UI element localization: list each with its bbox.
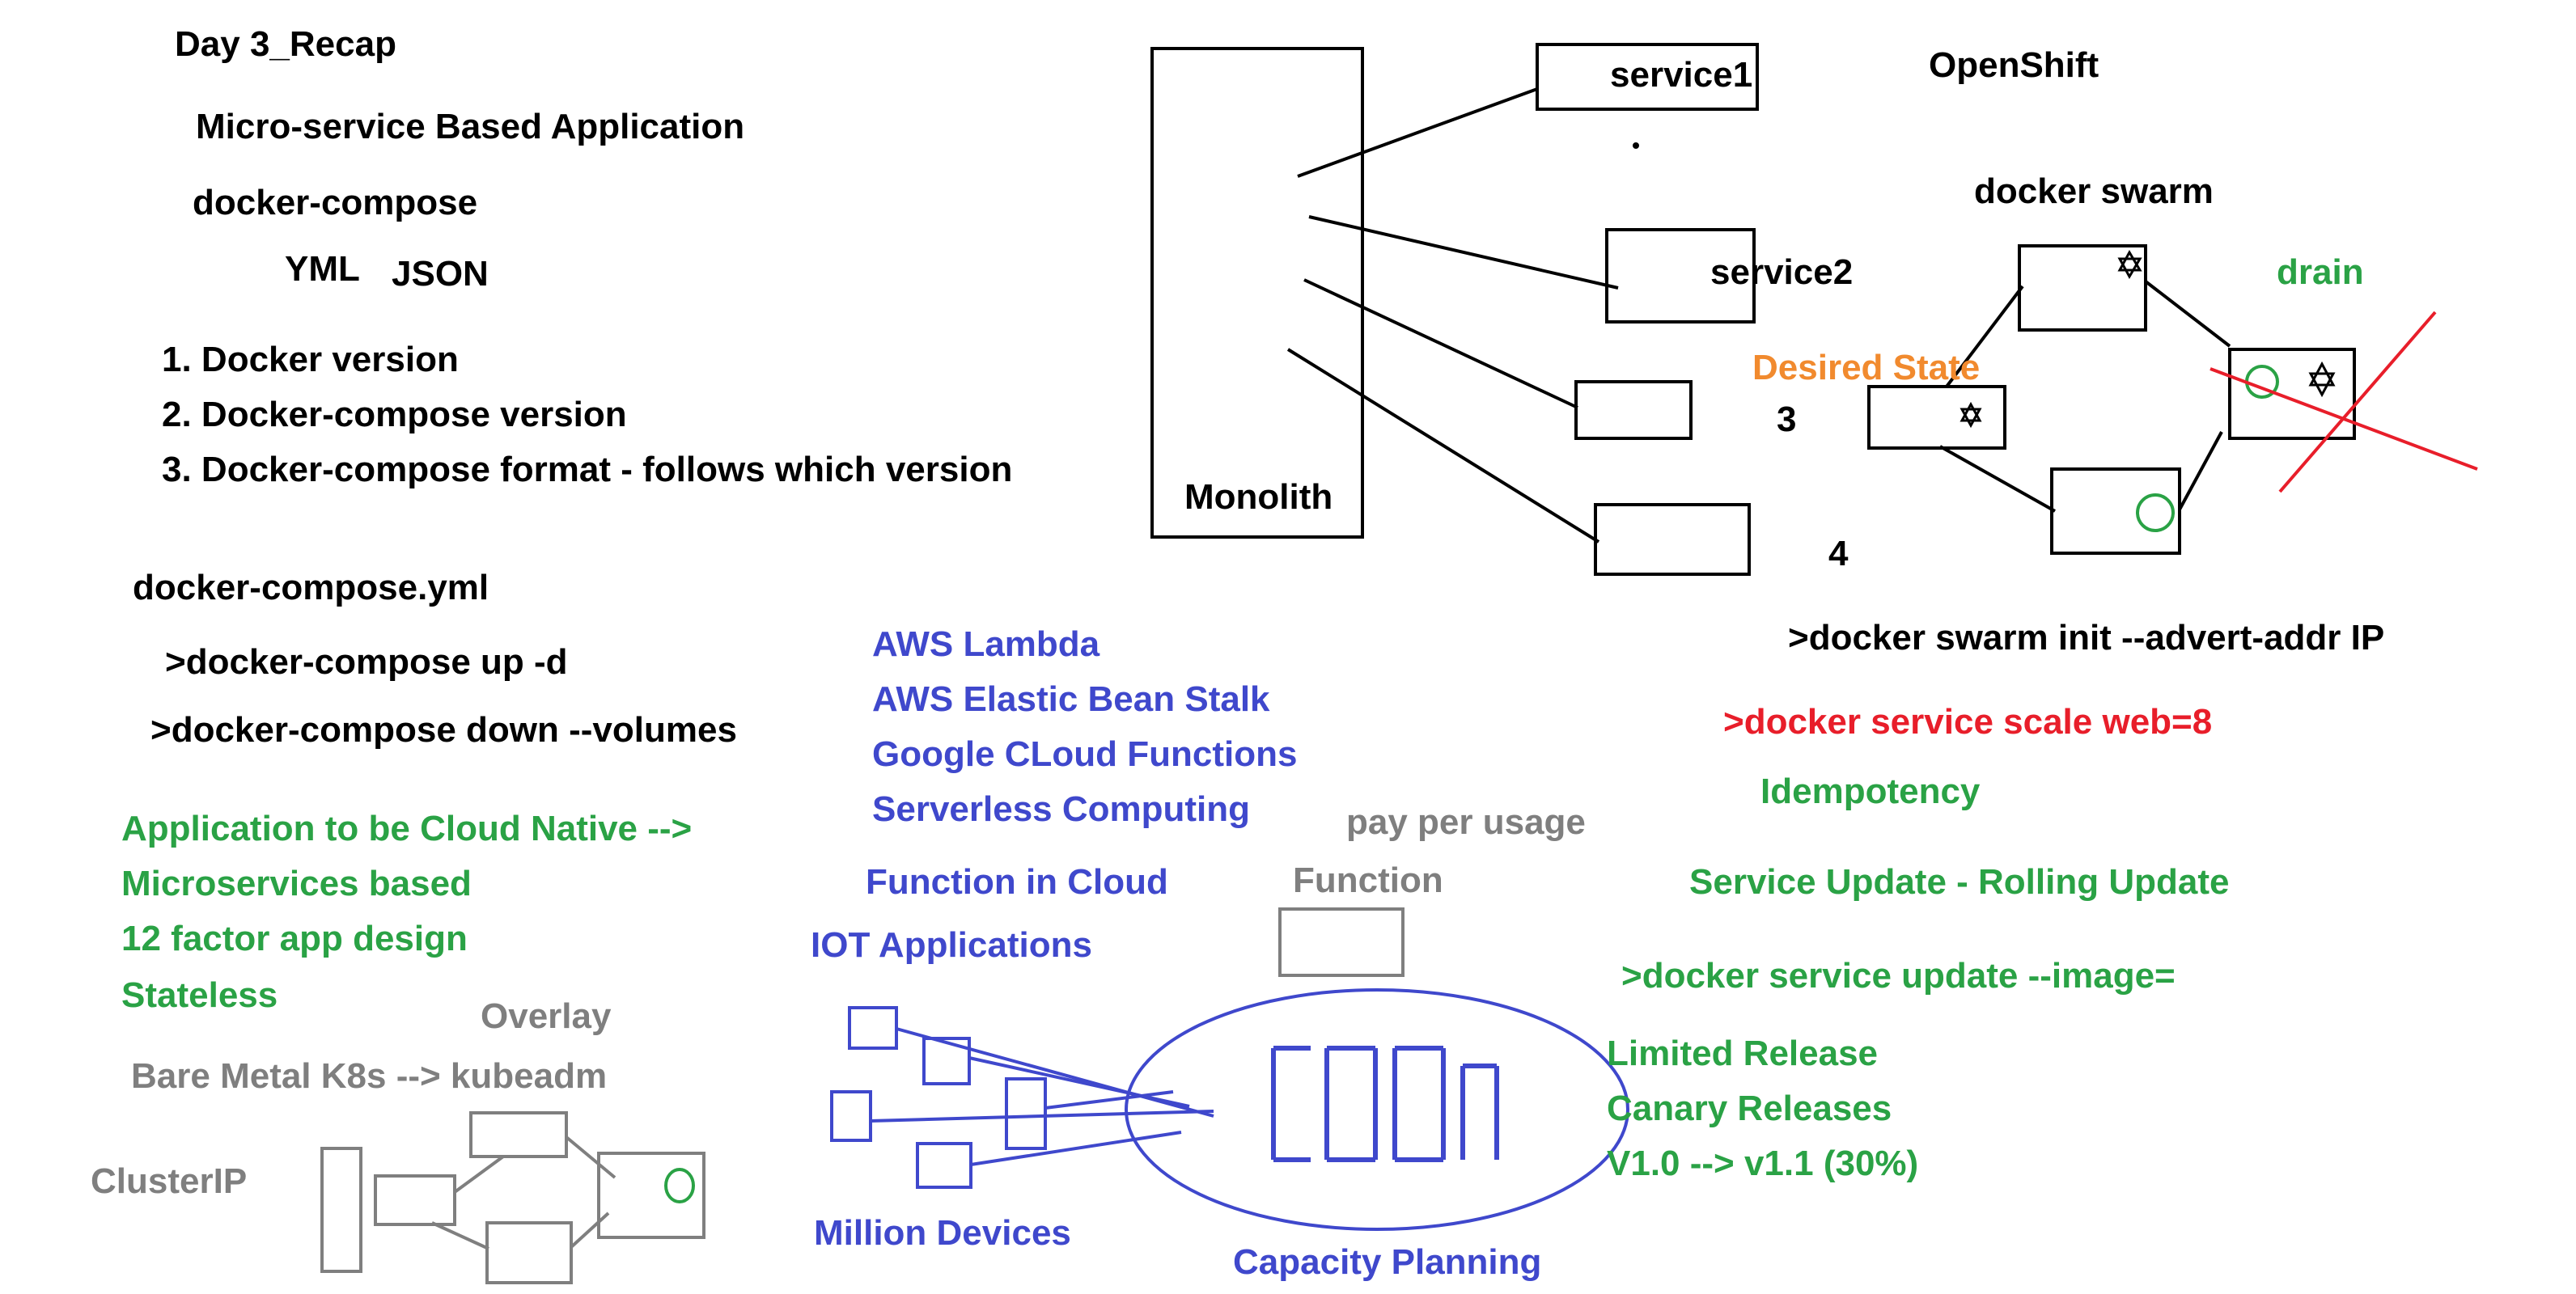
connector-service4 <box>1286 348 1600 543</box>
aws-beanstalk-label: AWS Elastic Bean Stalk <box>872 679 1270 719</box>
device-link <box>896 1027 1214 1118</box>
k8s-link <box>570 1212 610 1249</box>
service4-box <box>1594 503 1751 576</box>
compose-yml-file: docker-compose.yml <box>133 568 489 607</box>
swarm-link-3 <box>1939 445 2056 513</box>
swarm-init-command: >docker swarm init --advert-addr IP <box>1788 618 2385 658</box>
openshift-label: OpenShift <box>1929 45 2099 85</box>
device-box <box>922 1037 971 1085</box>
k8s-node <box>469 1111 568 1158</box>
container-circle <box>2136 493 2175 532</box>
capacity-planning-label: Capacity Planning <box>1233 1242 1542 1282</box>
overlay-label: Overlay <box>481 996 612 1036</box>
monolith-label: Monolith <box>1184 477 1333 517</box>
canary-releases-label: Canary Releases <box>1607 1089 1892 1128</box>
connector-service1 <box>1297 87 1538 178</box>
limited-release-label: Limited Release <box>1607 1034 1879 1073</box>
docker-compose-label: docker-compose <box>193 183 478 222</box>
k8s-node <box>597 1152 705 1239</box>
device-box <box>848 1006 898 1050</box>
google-functions-label: Google CLoud Functions <box>872 734 1298 774</box>
k8s-link <box>565 1135 616 1179</box>
micro-service-heading: Micro-service Based Application <box>196 107 745 146</box>
monolith-box <box>1150 47 1364 539</box>
device-box <box>916 1142 972 1189</box>
bare-metal-label: Bare Metal K8s --> kubeadm <box>131 1056 608 1096</box>
device-link <box>1044 1090 1174 1110</box>
star-icon <box>2308 372 2336 398</box>
list-item-compose-format: 3. Docker-compose format - follows which… <box>162 450 1013 489</box>
serverless-label: Serverless Computing <box>872 789 1251 829</box>
swarm-node-bottom <box>2050 467 2181 555</box>
swarm-link-4 <box>2178 431 2223 510</box>
microservices-line: Microservices based <box>121 864 472 903</box>
drain-cross-line <box>2278 311 2437 493</box>
device-link <box>968 1056 1190 1108</box>
rolling-update-label: Service Update - Rolling Update <box>1689 862 2230 902</box>
device-link <box>970 1131 1182 1166</box>
service3-box <box>1574 380 1693 440</box>
k8s-node <box>485 1221 573 1284</box>
swarm-node-right <box>2228 348 2356 440</box>
list-item-compose-version: 2. Docker-compose version <box>162 395 627 434</box>
dot-mark <box>1633 142 1639 149</box>
star-icon <box>1960 408 1982 429</box>
page-title: Day 3_Recap <box>175 24 396 64</box>
compose-down-command: >docker-compose down --volumes <box>150 710 737 750</box>
monolith-diagram <box>1150 43 1759 576</box>
json-label: JSON <box>392 254 489 294</box>
service-update-command: >docker service update --image= <box>1621 956 2176 996</box>
device-box <box>1005 1077 1047 1150</box>
iot-label: IOT Applications <box>811 925 1092 965</box>
connector-service3 <box>1303 278 1578 409</box>
overlay-diagram <box>320 1111 705 1284</box>
star-icon <box>1960 401 1982 422</box>
compose-up-command: >docker-compose up -d <box>165 642 568 682</box>
function-box <box>1278 907 1405 977</box>
service1-box <box>1536 43 1759 111</box>
version-split-label: V1.0 --> v1.1 (30%) <box>1607 1144 1919 1183</box>
iot-diagram <box>830 988 1629 1231</box>
yml-label: YML <box>285 249 360 289</box>
pod-circle <box>664 1168 695 1203</box>
million-devices-label: Million Devices <box>814 1213 1071 1253</box>
device-link <box>870 1110 1214 1123</box>
service2-label: service2 <box>1710 252 1854 292</box>
twelve-factor-line: 12 factor app design <box>121 919 468 958</box>
swarm-link-2 <box>2144 280 2231 348</box>
service4-number: 4 <box>1828 534 1849 573</box>
swarm-node-left <box>1867 385 2006 450</box>
pay-per-usage-label: pay per usage <box>1346 802 1586 842</box>
service-scale-command: >docker service scale web=8 <box>1723 702 2213 742</box>
drain-label: drain <box>2277 252 2364 292</box>
function-cloud-label: Function in Cloud <box>866 862 1168 902</box>
swarm-diagram <box>1867 244 2478 555</box>
service1-label: service1 <box>1610 55 1753 95</box>
star-icon <box>2117 249 2142 272</box>
stateless-line: Stateless <box>121 975 278 1015</box>
idempotency-label: Idempotency <box>1760 772 1981 811</box>
aws-lambda-label: AWS Lambda <box>872 624 1100 664</box>
function-label: Function <box>1293 861 1443 900</box>
swarm-link-1 <box>1945 285 2024 388</box>
connector-service2 <box>1308 215 1619 290</box>
docker-swarm-label: docker swarm <box>1974 171 2214 211</box>
k8s-link <box>453 1155 505 1194</box>
cloud-ellipse <box>1125 988 1629 1231</box>
clusterip-label: ClusterIP <box>91 1161 248 1201</box>
k8s-node <box>374 1174 456 1226</box>
service3-number: 3 <box>1777 400 1797 439</box>
list-item-docker-version: 1. Docker version <box>162 340 459 379</box>
star-icon <box>2117 257 2142 280</box>
server-rack-icon <box>1271 1046 1499 1162</box>
cloud-native-line: Application to be Cloud Native --> <box>121 809 693 848</box>
device-box <box>830 1090 872 1142</box>
k8s-link <box>431 1221 489 1250</box>
k8s-node-tall <box>320 1147 362 1273</box>
service2-box <box>1605 228 1756 324</box>
desired-state-label: Desired State <box>1752 348 1981 387</box>
